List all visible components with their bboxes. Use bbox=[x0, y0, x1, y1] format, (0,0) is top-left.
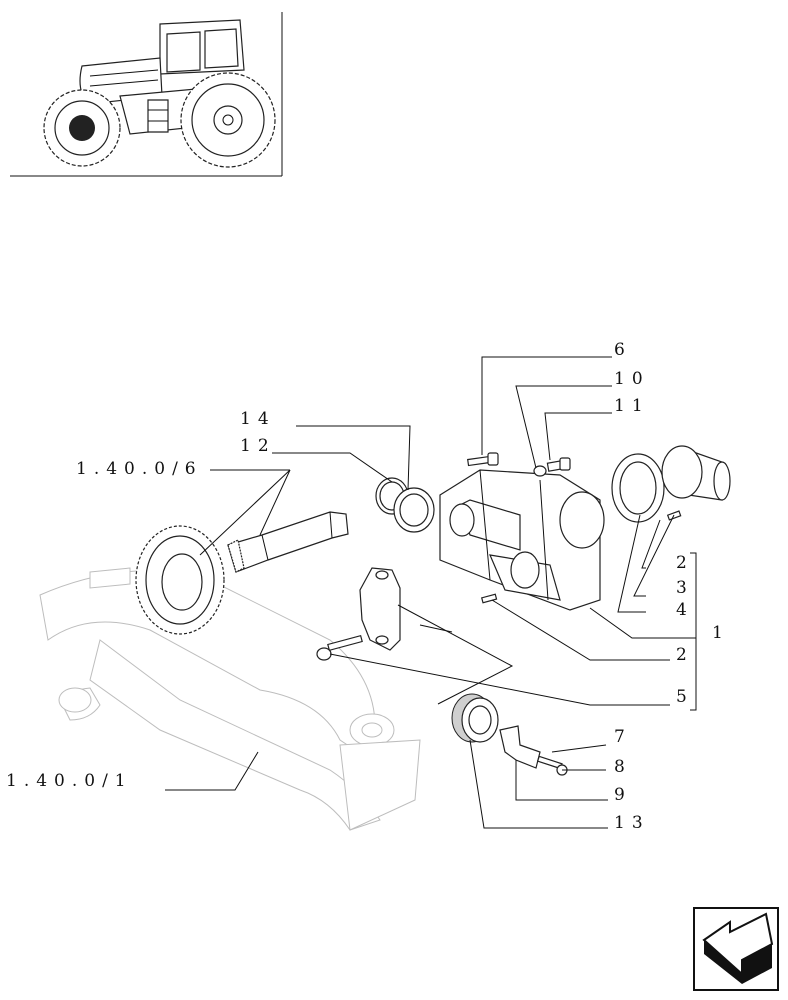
leader-lines bbox=[165, 356, 697, 829]
callout-5: 5 bbox=[676, 687, 694, 707]
callout-14: 14 bbox=[240, 409, 276, 429]
callout-2b: 2 bbox=[676, 645, 694, 665]
callout-9: 9 bbox=[614, 785, 632, 805]
bearing-set bbox=[611, 445, 731, 523]
tractor-thumbnail bbox=[10, 12, 283, 177]
callout-labels: 6 10 11 14 12 1.40.0/6 1.40.0/1 2 3 4 1 … bbox=[6, 340, 730, 833]
callout-4: 4 bbox=[676, 600, 694, 620]
screws-top bbox=[467, 452, 571, 477]
callout-6: 6 bbox=[614, 340, 632, 360]
callout-3: 3 bbox=[676, 578, 694, 598]
callout-13: 13 bbox=[614, 813, 650, 833]
back-nav-button[interactable] bbox=[693, 907, 779, 991]
callout-ref-top: 1.40.0/6 bbox=[76, 459, 203, 479]
axle-housing-ghost bbox=[39, 567, 421, 831]
callout-12: 12 bbox=[240, 436, 276, 456]
lock-plate bbox=[499, 725, 568, 776]
callout-11: 11 bbox=[614, 396, 650, 416]
callout-7: 7 bbox=[614, 727, 632, 747]
arrow-back-icon bbox=[702, 912, 774, 984]
bearing-cap bbox=[359, 567, 498, 651]
callout-2a: 2 bbox=[676, 553, 694, 573]
callout-10: 10 bbox=[614, 369, 650, 389]
adjuster-ring bbox=[451, 693, 499, 743]
callout-1: 1 bbox=[712, 623, 730, 643]
snap-rings bbox=[375, 477, 435, 533]
bearing-support-housing bbox=[439, 469, 605, 611]
callout-ref-bottom: 1.40.0/1 bbox=[6, 771, 133, 791]
long-screw bbox=[316, 634, 363, 661]
callout-8: 8 bbox=[614, 757, 632, 777]
tractor-icon bbox=[43, 19, 276, 168]
